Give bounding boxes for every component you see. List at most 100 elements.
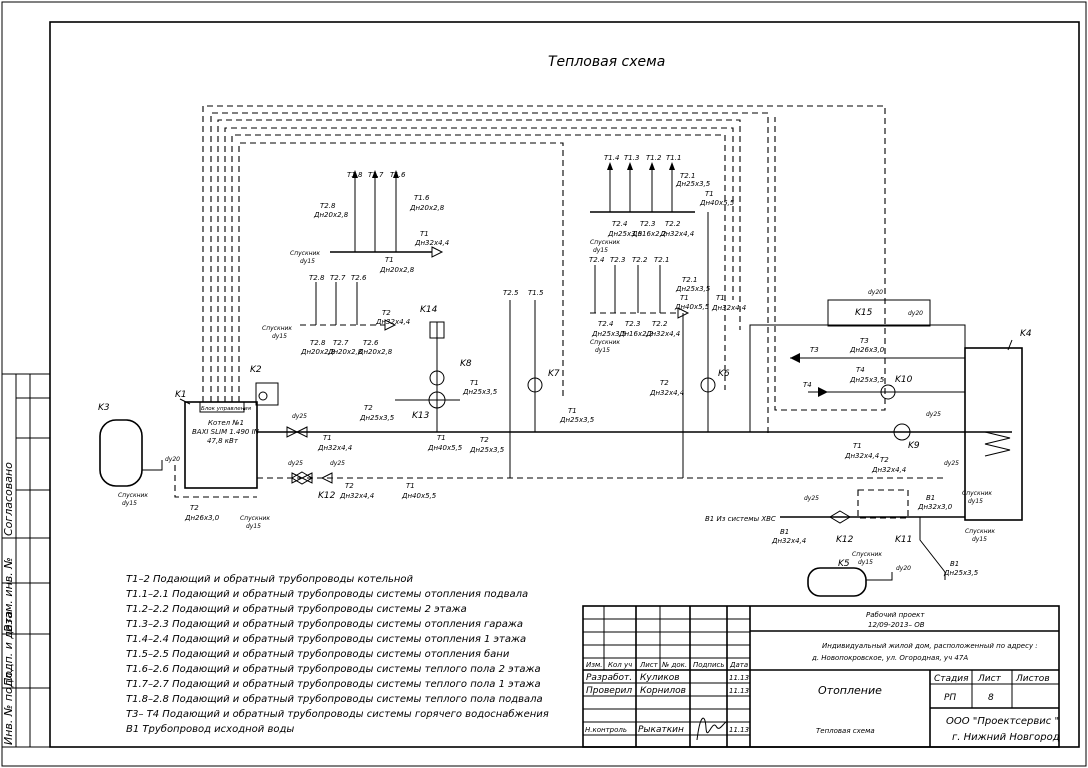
pipe-label: T2.1 bbox=[680, 172, 695, 180]
pipe-label: T1.7 bbox=[368, 171, 384, 179]
label-k7: K7 bbox=[548, 369, 560, 379]
pipe-label: dу15 bbox=[972, 536, 987, 543]
pipe-label: Дн26х3,0 bbox=[849, 346, 885, 354]
pipe-label: Изм. bbox=[586, 661, 602, 669]
pump-riser-k6: K6 T1 Дн32х4,4 T2 Дн32х4,4 bbox=[649, 212, 746, 478]
manifold-radiators-return: T2.4 T2.3 T2.2 T2.1 T2.1 Дн25х3,5 T1 Дн4… bbox=[589, 256, 711, 354]
label-k6: K6 bbox=[718, 369, 730, 379]
label-k15: K15 bbox=[855, 308, 873, 318]
pipe-label: T2.4 bbox=[598, 320, 613, 328]
pipe-label: T2.3 bbox=[625, 320, 640, 328]
pump-group-k8: K14 K8 K13 T1 Дн25х3,5 T2 Дн25х3,5 bbox=[359, 305, 498, 432]
pipe-label: dу25 bbox=[330, 460, 345, 467]
pipe-label: T1.4 bbox=[604, 154, 619, 162]
project-code: 12/09-2013– ОВ bbox=[868, 621, 925, 629]
pipe-label: Дн32х4,4 bbox=[414, 239, 449, 247]
pipe-label: T2.8 bbox=[309, 274, 325, 282]
pipe-label: Дн25х3,5 bbox=[943, 569, 979, 577]
pipe-label: T2 bbox=[880, 456, 889, 464]
label-k3-du20: dу20 bbox=[165, 456, 180, 463]
label-k10: K10 bbox=[895, 375, 913, 385]
pipe-label: Спускник bbox=[965, 528, 995, 535]
pipe-label: T1 bbox=[437, 434, 446, 442]
pipe-label: Дн25х3,5 bbox=[462, 388, 498, 396]
legend-line-3: Т1.2–2.2 Подающий и обратный трубопровод… bbox=[126, 603, 467, 615]
branch-sauna-k7: T2.5 T1.5 K7 T1 Дн25х3,5 T2 Дн25х3,5 bbox=[469, 289, 595, 478]
boiler-power: 47,8 кВт bbox=[207, 437, 239, 445]
pipe-label: dу15 bbox=[272, 333, 287, 340]
side-label-inv-no: Взам. инв. № bbox=[2, 557, 15, 632]
pipe-label: Спускник bbox=[262, 325, 292, 332]
pipe-label: T1.6 bbox=[390, 171, 406, 179]
pipe-label: Дн32х4,4 bbox=[844, 452, 879, 460]
pipe-label: T1 bbox=[853, 442, 862, 450]
expansion-tank-k3: K3 dу20 Спускник dу15 bbox=[98, 403, 180, 507]
stage-value: РП bbox=[944, 693, 956, 703]
pipe-label: T2.2 bbox=[632, 256, 648, 264]
drawing-title: Тепловая схема bbox=[548, 54, 665, 70]
label-k8: K8 bbox=[460, 359, 472, 369]
pipe-label: dу20 bbox=[868, 289, 883, 296]
pipe-label: № док. bbox=[661, 661, 687, 669]
label-k11: K11 bbox=[895, 535, 912, 545]
legend: Т1–2 Подающий и обратный трубопроводы ко… bbox=[126, 573, 549, 735]
pipe-label: Дн20х2,8 bbox=[300, 348, 336, 356]
label-cold-water: B1 Из системы ХВС bbox=[705, 515, 776, 523]
pipe-label: dу20 bbox=[896, 565, 911, 572]
pipe-label: T2.7 bbox=[330, 274, 346, 282]
pipe-label: T4 bbox=[803, 381, 812, 389]
pipe-label: T1 bbox=[420, 230, 429, 238]
role-norm-control: Н.контроль bbox=[585, 726, 627, 734]
pipe-label: Дн25х3,5 bbox=[849, 376, 885, 384]
project-type: Рабочий проект bbox=[866, 611, 925, 619]
pipe-label: Спускник bbox=[240, 515, 270, 522]
legend-line-9: Т1.8–2.8 Подающий и обратный трубопровод… bbox=[126, 693, 543, 705]
legend-line-10: Т3– Т4 Подающий и обратный трубопроводы … bbox=[126, 708, 549, 720]
date-checker: 11.13 bbox=[729, 687, 749, 695]
object-line-1: Индивидуальный жилой дом, расположенный … bbox=[822, 642, 1038, 650]
pipe-label: Дн25х3,5 bbox=[359, 414, 395, 422]
pipe-label: T3 bbox=[810, 346, 819, 354]
pipe-label: T2.1 bbox=[654, 256, 669, 264]
label-k12-dhw: K12 bbox=[836, 535, 854, 545]
date-developer: 11.13 bbox=[729, 674, 749, 682]
control-cables bbox=[202, 105, 886, 437]
main-supply-t1: T1 Дн32х4,4 T1 Дн40х5,5 dу25 bbox=[257, 413, 1012, 452]
pipe-label: Стадия bbox=[934, 674, 969, 684]
pipe-label: T1 bbox=[705, 190, 714, 198]
pipe-label: T1.2 bbox=[646, 154, 662, 162]
side-label-inv-no-orig: Инв. № подл. bbox=[2, 669, 15, 745]
pipe-label: Дн16х2,2 bbox=[618, 330, 654, 338]
legend-line-7: Т1.6–2.6 Подающий и обратный трубопровод… bbox=[126, 663, 541, 675]
pipe-label: B1 bbox=[780, 528, 789, 536]
pipe-label: T2.6 bbox=[351, 274, 367, 282]
main-return-t2: T2 Дн26х3,0 T2 Дн32х4,4 T1 Дн40х5,5 Спус… bbox=[174, 460, 947, 530]
boiler-panel-label: Блок управления bbox=[201, 406, 252, 412]
pipe-label: T2 bbox=[364, 404, 373, 412]
pipe-label: T1.5 bbox=[528, 289, 544, 297]
pipe-label: B1 bbox=[950, 560, 959, 568]
pipe-label: T2.4 bbox=[612, 220, 627, 228]
name-checker: Корнилов bbox=[640, 686, 686, 696]
pipe-label: T1 bbox=[385, 256, 394, 264]
role-developer: Разработ. bbox=[586, 673, 632, 683]
boiler-k1: Блок управления Котел №1 BAXI SLIM 1.490… bbox=[175, 390, 260, 489]
label-k3-drain: Спускник bbox=[118, 492, 148, 499]
side-label-sign-date: Подп. и дата bbox=[2, 611, 15, 686]
pipe-label: Дн25х3,5 bbox=[675, 180, 711, 188]
signature bbox=[696, 717, 727, 741]
pipe-label: Дн25х3,5 bbox=[607, 230, 643, 238]
pipe-label: T4 bbox=[856, 366, 865, 374]
pipe-label: Дата bbox=[729, 661, 748, 669]
pipe-label: Лист bbox=[977, 674, 1002, 684]
pipe-label: Дн32х4,4 bbox=[659, 230, 694, 238]
pipe-label: Листов bbox=[1015, 674, 1050, 684]
pipe-label: Спускник bbox=[290, 250, 320, 257]
pipe-label: T3 bbox=[860, 337, 869, 345]
date-norm-control: 11.13 bbox=[729, 726, 749, 734]
pipe-label: T2.8 bbox=[320, 202, 336, 210]
pipe-label: T1.6 bbox=[414, 194, 430, 202]
pipe-label: dу15 bbox=[593, 247, 608, 254]
pipe-label: Дн25х3,5 bbox=[675, 285, 711, 293]
pipe-label: T2 bbox=[382, 309, 391, 317]
